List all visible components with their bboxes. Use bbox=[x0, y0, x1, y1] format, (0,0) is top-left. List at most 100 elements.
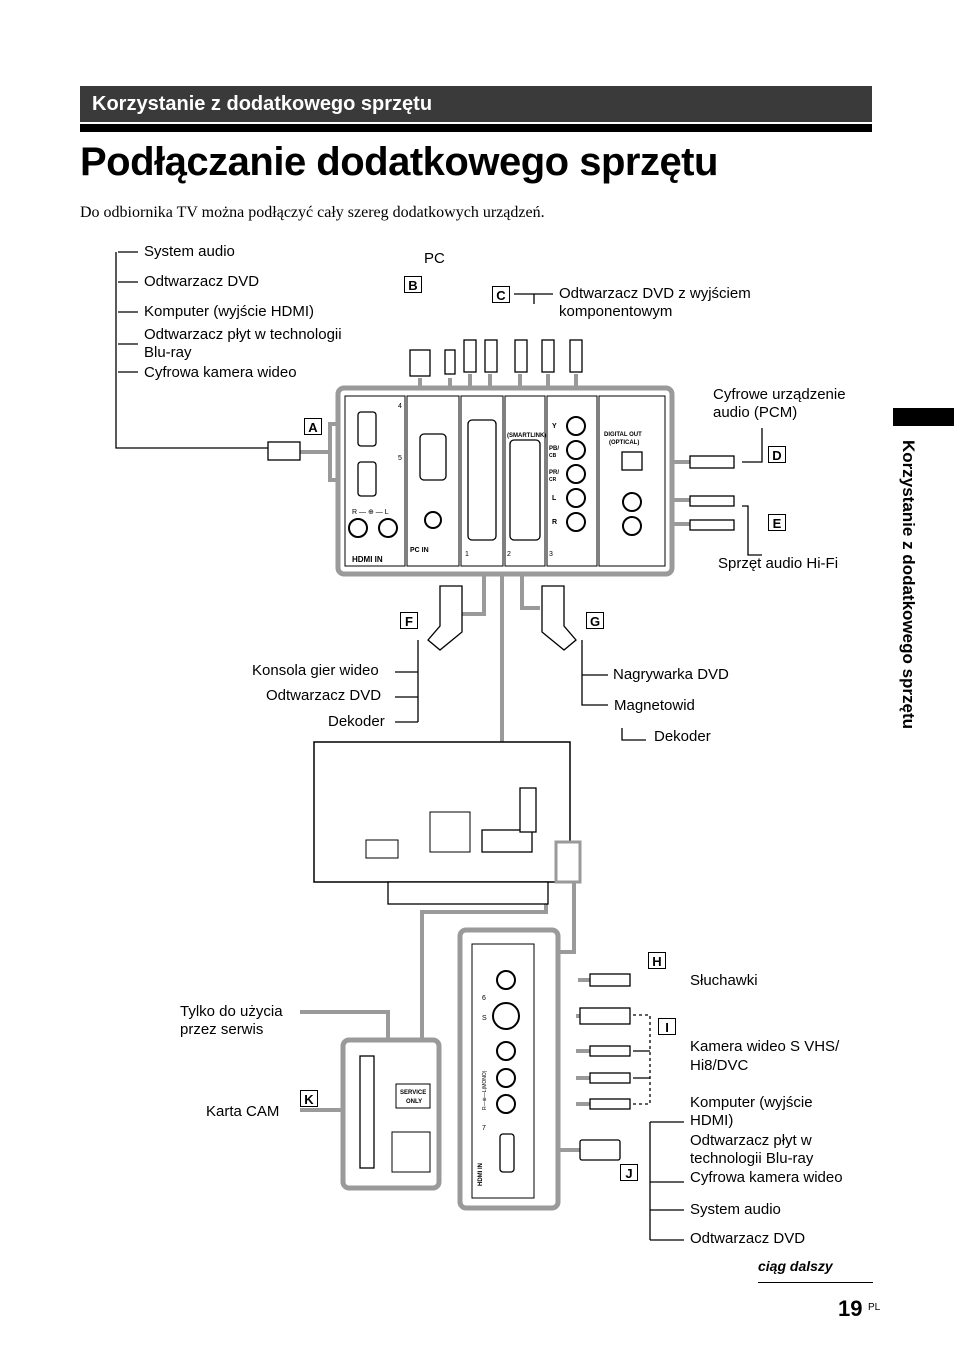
letter-a: A bbox=[304, 418, 322, 435]
component-pr-port bbox=[566, 464, 586, 484]
svg-text:HDMI IN: HDMI IN bbox=[352, 555, 383, 564]
i-line bbox=[633, 1014, 651, 1105]
label-j-bluray-2: technologii Blu-ray bbox=[690, 1150, 814, 1167]
s-video-plug bbox=[579, 1007, 631, 1025]
pc-audio-port bbox=[424, 511, 442, 529]
svg-text:HDMI IN: HDMI IN bbox=[478, 1163, 484, 1186]
label-j-dvd-player: Odtwarzacz DVD bbox=[690, 1230, 806, 1247]
section-header: Korzystanie z dodatkowego sprzętu bbox=[80, 86, 872, 122]
svg-text:Y: Y bbox=[552, 423, 557, 430]
vga-port bbox=[419, 433, 447, 481]
hdmi-plug bbox=[267, 441, 301, 461]
j-bracket-line bbox=[649, 1121, 684, 1241]
svg-text:(SMARTLINK): (SMARTLINK) bbox=[507, 433, 546, 439]
label-computer-hdmi: Komputer (wyjście HDMI) bbox=[144, 303, 315, 320]
letter-j: J bbox=[620, 1164, 638, 1181]
page-language: PL bbox=[868, 1302, 881, 1313]
side-plug-group bbox=[579, 973, 631, 1161]
side-cables bbox=[532, 978, 590, 1152]
audio-plug-l bbox=[589, 1072, 631, 1084]
audio-r-port bbox=[566, 512, 586, 532]
s-video-port bbox=[492, 1002, 520, 1030]
label-system-audio: System audio bbox=[144, 243, 235, 260]
label-svhs-camera-1: Kamera wideo S VHS/ bbox=[690, 1038, 840, 1055]
label-decoder-f: Dekoder bbox=[328, 713, 385, 730]
header-rule bbox=[80, 124, 872, 132]
letter-b: B bbox=[404, 276, 422, 293]
optical-port bbox=[621, 451, 643, 471]
video-plug bbox=[589, 1045, 631, 1057]
tv-back bbox=[313, 741, 582, 905]
svg-text:R—⊕—L(MONO): R—⊕—L(MONO) bbox=[482, 1070, 488, 1110]
svg-text:6: 6 bbox=[482, 995, 486, 1002]
label-component-dvd-2: komponentowym bbox=[559, 303, 673, 320]
svg-text:3: 3 bbox=[549, 551, 553, 558]
svg-text:5: 5 bbox=[398, 455, 402, 462]
letter-f: F bbox=[400, 612, 418, 629]
label-cam-card: Karta CAM bbox=[206, 1103, 280, 1120]
label-headphones: Słuchawki bbox=[690, 972, 758, 989]
audio-plug-r bbox=[589, 1098, 631, 1110]
svg-text:CB: CB bbox=[549, 453, 557, 459]
label-bluray-1: Odtwarzacz płyt w technologii bbox=[144, 326, 342, 343]
letter-k: K bbox=[300, 1090, 318, 1107]
label-pc: PC bbox=[424, 250, 445, 267]
side-tab-marker bbox=[893, 408, 954, 426]
svg-text:PB/: PB/ bbox=[549, 446, 559, 452]
label-decoder-g: Dekoder bbox=[654, 728, 711, 745]
svg-text:R — ⊕ — L: R — ⊕ — L bbox=[352, 509, 389, 516]
label-digital-camcorder: Cyfrowa kamera wideo bbox=[144, 364, 297, 381]
label-service-only-1: Tylko do użycia bbox=[180, 1003, 283, 1020]
c-bracket-line bbox=[514, 293, 553, 304]
rear-panel: 4 5 R — ⊕ — L HDMI IN PC IN (SMARTLINK) … bbox=[335, 385, 675, 577]
letter-i: I bbox=[658, 1018, 676, 1035]
letter-c: C bbox=[492, 286, 510, 303]
svg-text:SERVICE: SERVICE bbox=[400, 1090, 426, 1096]
plug-group bbox=[267, 339, 735, 651]
scart-port-2 bbox=[509, 439, 541, 541]
hifi-plug-2 bbox=[689, 519, 735, 531]
scart-plug-2 bbox=[541, 585, 577, 651]
rca-plug-1 bbox=[463, 339, 477, 373]
headphone-plug bbox=[589, 973, 631, 987]
hifi-r-port bbox=[622, 516, 642, 536]
f-bracket-line bbox=[395, 640, 419, 723]
component-y-port bbox=[566, 416, 586, 436]
g-bracket-line bbox=[581, 640, 646, 741]
page-title: Podłączanie dodatkowego sprzętu bbox=[80, 140, 718, 184]
component-pb-port bbox=[566, 440, 586, 460]
label-j-computer-1: Komputer (wyjście bbox=[690, 1094, 813, 1111]
label-j-computer-2: HDMI) bbox=[690, 1112, 734, 1129]
svg-text:L: L bbox=[552, 495, 557, 502]
headphone-port bbox=[496, 970, 516, 990]
label-hifi: Sprzęt audio Hi-Fi bbox=[718, 555, 839, 572]
scart-plug-1 bbox=[427, 585, 463, 651]
label-dvd-player: Odtwarzacz DVD bbox=[144, 273, 260, 290]
rca-plug-4 bbox=[541, 339, 555, 373]
vga-plug bbox=[409, 349, 431, 377]
optical-plug bbox=[689, 455, 735, 469]
rca-plug-2 bbox=[484, 339, 498, 373]
label-dvd-recorder: Nagrywarka DVD bbox=[613, 666, 729, 683]
svg-text:DIGITAL OUT: DIGITAL OUT bbox=[604, 432, 642, 438]
label-game-console: Konsola gier wideo bbox=[252, 662, 379, 679]
label-component-dvd-1: Odtwarzacz DVD z wyjściem bbox=[559, 285, 751, 302]
letter-e: E bbox=[768, 514, 786, 531]
label-vcr: Magnetowid bbox=[614, 697, 695, 714]
svg-text:ONLY: ONLY bbox=[406, 1099, 422, 1105]
svg-text:7: 7 bbox=[482, 1125, 486, 1132]
svg-text:S: S bbox=[482, 1015, 487, 1022]
hdmi-port-5 bbox=[357, 461, 377, 497]
letter-h: H bbox=[648, 952, 666, 969]
svg-text:(OPTICAL): (OPTICAL) bbox=[609, 440, 639, 446]
i-line-branch bbox=[633, 1050, 650, 1079]
hdmi-port-4 bbox=[357, 411, 377, 447]
label-svhs-camera-2: Hi8/DVC bbox=[690, 1057, 749, 1074]
page-number: 19 bbox=[838, 1296, 863, 1321]
hdmi-side-plug bbox=[579, 1139, 621, 1161]
letter-d: D bbox=[768, 446, 786, 463]
svg-text:PR/: PR/ bbox=[549, 470, 559, 476]
label-j-camcorder: Cyfrowa kamera wideo bbox=[690, 1169, 843, 1186]
side-audio-l-port bbox=[496, 1068, 516, 1088]
e-line bbox=[742, 505, 762, 556]
